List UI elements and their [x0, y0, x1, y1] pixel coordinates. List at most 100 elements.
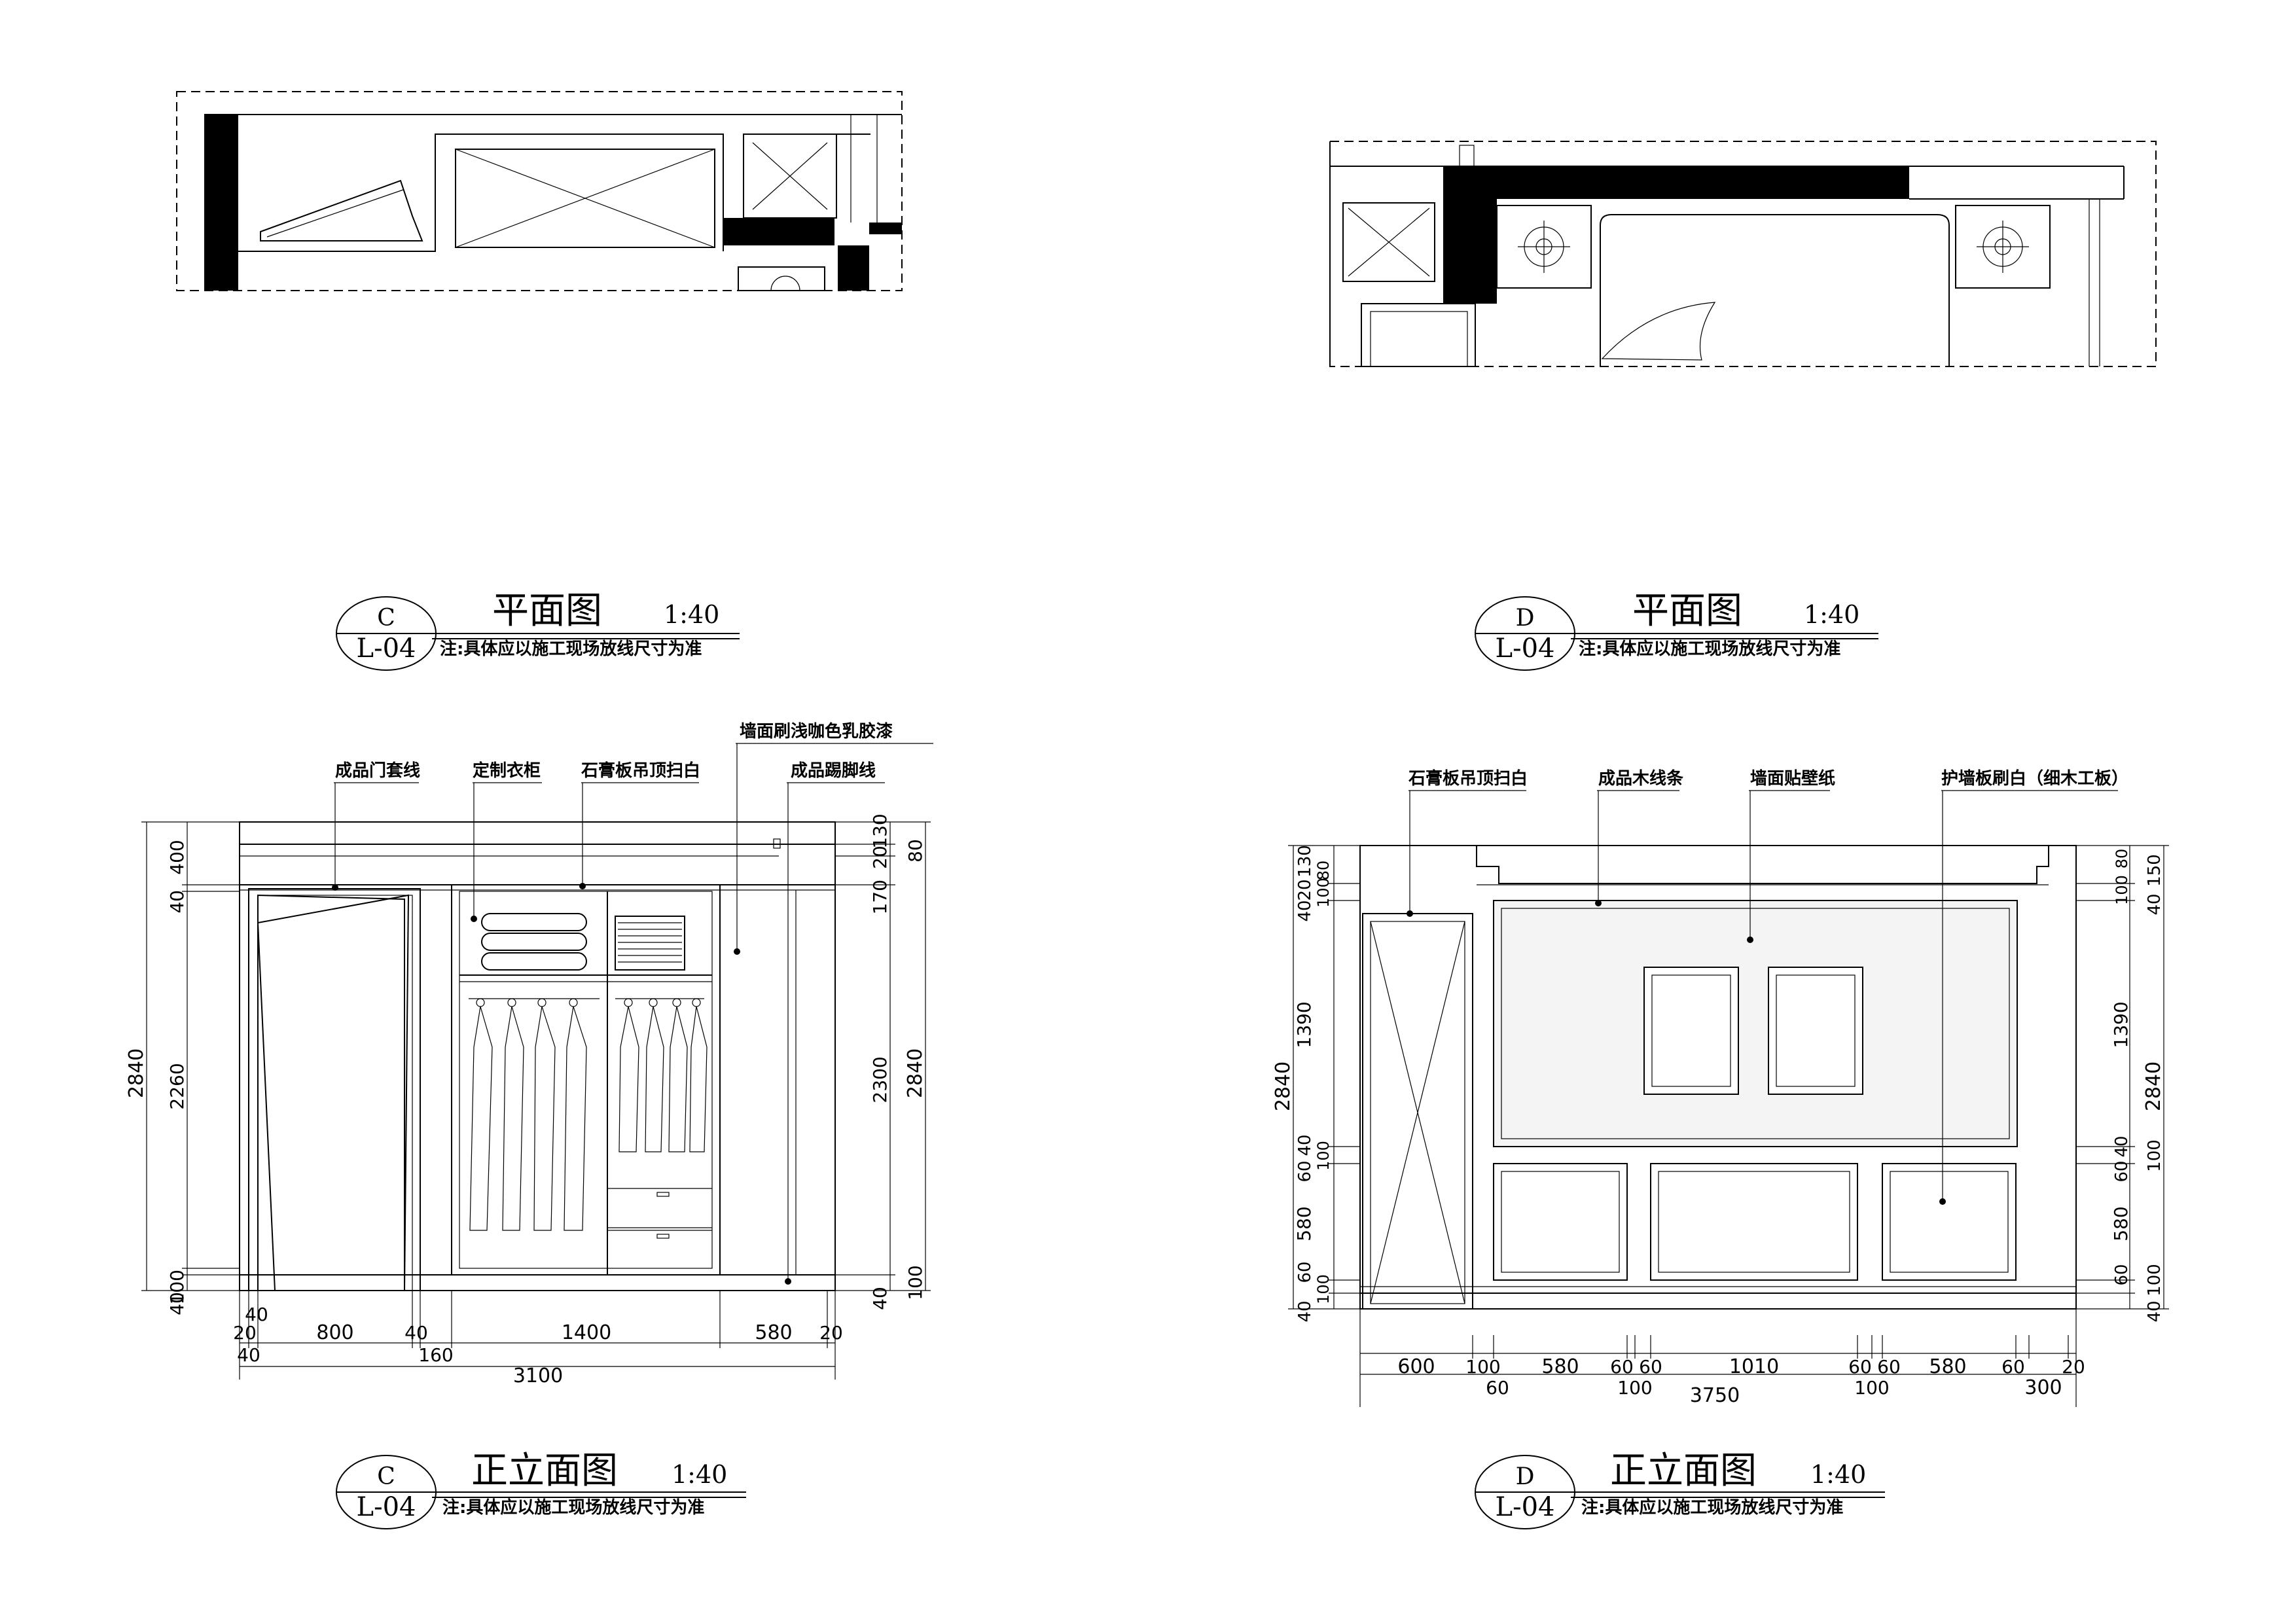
c-elev-folded-linens	[481, 913, 587, 971]
c-elev-door-leaf-frame	[257, 894, 405, 1291]
c-dim-right-40: 40	[869, 1287, 891, 1310]
d-plan-scale: 1:40	[1804, 600, 1859, 629]
c-elev-door-leaf	[257, 894, 410, 1291]
c-plan-title: 平面图	[492, 590, 602, 632]
d-elev-wainscot-center	[1650, 1163, 1858, 1281]
d-dim-bottom-60d: 60	[1877, 1356, 1901, 1378]
c-dim-right-total: 2840	[904, 1048, 927, 1098]
c-plan-mark-letter: C	[377, 605, 395, 632]
d-dim-bottom-580b: 580	[1929, 1355, 1966, 1378]
d-dim-right-60b: 60	[2112, 1264, 2132, 1285]
d-plan-sheet-ref: L-04	[1496, 633, 1555, 664]
d-plan-drawing	[1329, 141, 2157, 367]
d-plan-wall-beam	[1497, 166, 1909, 199]
c-dim-bottom-40b: 40	[404, 1322, 428, 1344]
d-elev-wainscot-center-inner	[1658, 1171, 1850, 1273]
d-elev-wainscot-left	[1493, 1163, 1628, 1281]
c-dim-left-40a: 40	[166, 890, 188, 914]
d-elev-callouts: 石膏板吊顶扫白 成品木线条 墙面贴壁纸 护墙板刷白（细木工板）	[1407, 768, 2128, 1205]
d-plan-title: 平面图	[1632, 590, 1742, 632]
c-plan-wardrobe-cross-b	[455, 149, 715, 248]
d-dim-left-20: 20	[1295, 879, 1315, 901]
d-plan-door-inner	[1370, 311, 1468, 367]
d-dim-left-40: 40	[1295, 900, 1315, 921]
c-elev-dims-left: 2840 40 400 2260 100 40	[125, 821, 240, 1315]
d-dim-left-60: 60	[1295, 1160, 1315, 1182]
c-dim-left-400: 400	[166, 840, 188, 874]
d-dim-left-130: 130	[1295, 845, 1315, 878]
d-plan-nightstand-right	[1955, 205, 2051, 289]
d-elev-title-block: D L-04 正立面图 1:40 注:具体应以施工现场放线尺寸为准	[1475, 1450, 1885, 1529]
c-dim-right-2300: 2300	[869, 1056, 891, 1103]
d-dim-right-60: 60	[2112, 1160, 2132, 1182]
d-dim-left-580: 580	[1293, 1206, 1315, 1241]
c-dim-right-80: 80	[905, 839, 926, 863]
d-elev-picture-left-inner	[1651, 974, 1731, 1087]
d-label-wainscot: 护墙板刷白（细木工板）	[1941, 768, 2128, 789]
d-label-gypsum-ceiling: 石膏板吊顶扫白	[1408, 768, 1528, 789]
d-dim-bottom-60f: 60	[1486, 1377, 1509, 1399]
d-dim-bottom-100b: 100	[1617, 1377, 1652, 1399]
d-elev-wainscot-left-inner	[1501, 1171, 1620, 1273]
c-elev-title: 正立面图	[471, 1450, 618, 1492]
c-elev-note: 注:具体应以施工现场放线尺寸为准	[442, 1497, 704, 1518]
d-elev-wainscot-right-inner	[1890, 1171, 2009, 1273]
c-elev-hanging-clothes-right	[619, 998, 708, 1152]
c-plan-wardrobe-panel	[455, 149, 715, 248]
c-plan-angled-furniture	[260, 179, 423, 241]
c-plan-cabinet-cross-b	[752, 142, 828, 210]
d-plan-note: 注:具体应以施工现场放线尺寸为准	[1579, 639, 1840, 659]
d-plan-wall-column	[1443, 166, 1497, 304]
c-dim-left-40b: 40	[166, 1292, 188, 1315]
c-elev-drawer-handle-1	[656, 1192, 670, 1197]
c-dim-bottom-1400: 1400	[562, 1321, 611, 1344]
c-elev-wardrobe	[451, 884, 721, 1275]
c-plan-lower-cabinet	[738, 266, 825, 291]
d-dim-left-100: 100	[1314, 878, 1333, 908]
d-elev-picture-left	[1643, 967, 1739, 1095]
d-dim-bottom-300: 300	[2024, 1376, 2062, 1399]
d-dim-bottom-60e: 60	[2001, 1356, 2025, 1378]
d-dim-left-100b: 100	[1314, 1141, 1333, 1171]
c-dim-right-100: 100	[905, 1265, 926, 1300]
d-elev-note: 注:具体应以施工现场放线尺寸为准	[1581, 1497, 1843, 1518]
c-dim-left-total: 2840	[125, 1048, 148, 1098]
d-elev-outline	[1359, 845, 2077, 1310]
d-elev-wainscot-right	[1882, 1163, 2017, 1281]
c-label-door-trim: 成品门套线	[335, 761, 420, 781]
c-plan-note: 注:具体应以施工现场放线尺寸为准	[440, 639, 702, 659]
d-plan-mark-letter: D	[1516, 605, 1535, 632]
c-plan-title-block: C L-04 平面图 1:40 注:具体应以施工现场放线尺寸为准	[336, 590, 740, 671]
c-label-skirting: 成品踢脚线	[791, 761, 876, 781]
c-dim-left-2260: 2260	[166, 1063, 188, 1109]
d-elev-door-inner	[1370, 921, 1465, 1304]
c-elev-door-trim	[248, 888, 421, 1291]
d-dim-bottom-60a: 60	[1610, 1356, 1634, 1378]
c-label-wall-paint: 墙面刷浅咖色乳胶漆	[740, 721, 893, 741]
d-dim-bottom-100: 100	[1465, 1356, 1500, 1378]
c-elev-linen-3	[481, 952, 587, 971]
d-dim-bottom-100c: 100	[1854, 1377, 1889, 1399]
d-dim-left-40b: 40	[1295, 1134, 1315, 1156]
c-elev-dims-right: 170 20 130 80 2300 2840 40 100	[835, 813, 931, 1310]
d-dim-bottom-total: 3750	[1690, 1384, 1740, 1407]
c-plan-wall-block	[723, 218, 834, 245]
d-dim-bottom-60b: 60	[1639, 1356, 1662, 1378]
c-elev-sheet-ref: L-04	[357, 1492, 416, 1522]
c-label-wardrobe: 定制衣柜	[473, 760, 541, 781]
d-elev-dims-left: 2840 40 20 130 80 100 1390 60 40 100 580…	[1272, 845, 1360, 1323]
d-dim-left-100c: 100	[1314, 1274, 1333, 1304]
c-plan-wall-pillar	[838, 245, 869, 291]
d-dim-right-40b: 40	[2112, 1135, 2132, 1157]
c-elev-wardrobe-inner	[459, 891, 713, 1269]
c-plan-furniture-edge	[266, 189, 404, 238]
c-dim-bottom-580: 580	[755, 1321, 792, 1344]
d-plan-bed	[1600, 214, 1950, 366]
c-elev-hanging-clothes-left	[469, 998, 587, 1231]
c-plan-scale: 1:40	[664, 600, 719, 629]
d-elev-dims-right: 100 80 150 40 1390 2840 60 40 100 580 60…	[2076, 845, 2169, 1323]
d-dim-bottom-600: 600	[1397, 1355, 1435, 1378]
c-dim-bottom-total: 3100	[513, 1364, 563, 1387]
d-dim-right-40: 40	[2145, 893, 2164, 915]
